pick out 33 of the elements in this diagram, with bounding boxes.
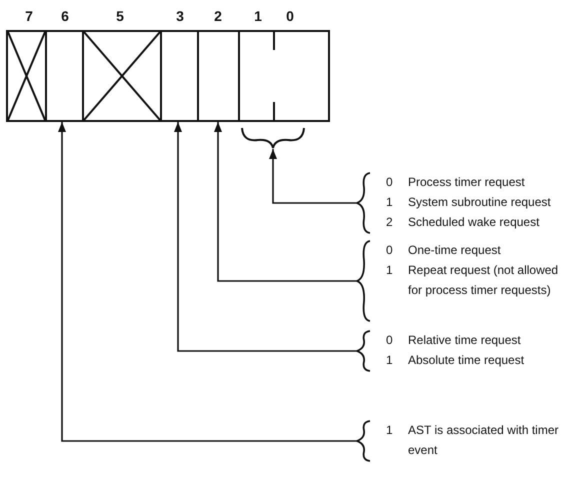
bit-number: 0 <box>285 8 295 24</box>
option-description: Process timer request <box>408 174 526 191</box>
arrow <box>214 122 356 282</box>
option-value: 0 <box>386 174 393 191</box>
option-value: 0 <box>386 332 393 349</box>
arrow <box>269 149 356 204</box>
reserved-bit-field <box>82 30 162 122</box>
option-description: Repeat request (not allowed for process timer requests) <box>408 262 560 299</box>
bit-field <box>197 30 240 122</box>
option-description: AST is associated with timer event <box>408 422 560 459</box>
bit-field <box>45 30 84 122</box>
option-description: Scheduled wake request <box>408 214 540 231</box>
option-value: 1 <box>386 262 393 279</box>
reserved-bit-field <box>6 30 47 122</box>
option-value: 2 <box>386 214 393 231</box>
option-description: Absolute time request <box>408 352 526 369</box>
bit-number: 3 <box>175 8 185 24</box>
arrow <box>58 122 356 442</box>
bit-field <box>160 30 199 122</box>
option-value: 1 <box>386 422 393 439</box>
option-description: Relative time request <box>408 332 522 349</box>
option-value: 0 <box>386 242 393 259</box>
bit-number: 2 <box>213 8 223 24</box>
bit-number: 5 <box>115 8 125 24</box>
bit-number: 7 <box>24 8 34 24</box>
option-value: 1 <box>386 194 393 211</box>
option-description: System subroutine request <box>408 194 552 211</box>
bit-field <box>238 30 330 122</box>
option-description: One-time request <box>408 242 502 259</box>
bit-number: 1 <box>253 8 263 24</box>
arrow <box>174 122 356 352</box>
bit-number: 6 <box>60 8 70 24</box>
option-value: 1 <box>386 352 393 369</box>
